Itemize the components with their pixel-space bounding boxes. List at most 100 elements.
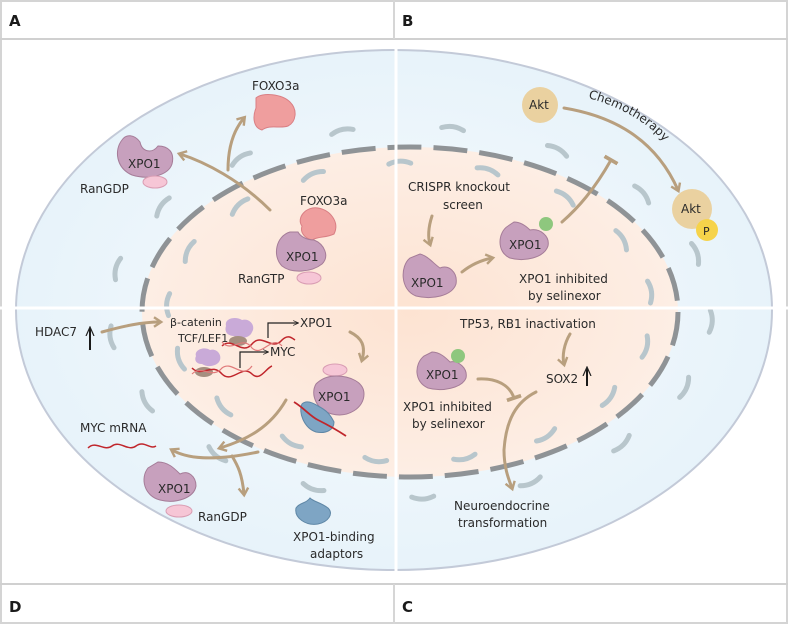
tcf-lef1-label: TCF/LEF1 [177,332,228,345]
dna-strand [221,336,296,349]
panel-c: TP53, RB1 inactivation SOX2 XPO1 XPO1 in… [403,317,596,530]
foxo3a-nuclear-label: FOXO3a [300,194,347,208]
nuclear-pore [639,333,651,360]
sox2-inhibition-line [476,377,522,403]
rangdp-protein [165,504,193,518]
xpo1-cytoplasmic-label: XPO1 [128,157,161,171]
foxo3a-cytoplasmic-label: FOXO3a [252,79,299,93]
xpo1-inhibited-label: XPO1 [509,238,542,252]
nuclear-pore [544,143,570,159]
crispr-arrow [422,214,434,248]
ran-protein [322,363,348,377]
inhibited-label-line2: by selinexor [412,417,485,431]
akt-inhibition-line [560,154,619,224]
nuclear-pore [362,454,390,465]
nuclear-pore [107,323,117,351]
neuroendocrine-arrow [502,390,538,492]
nuclear-pore [439,123,466,134]
nuclear-pore [164,291,173,319]
nuclear-pore [214,395,234,418]
rangdp-label: RanGDP [80,182,129,196]
panel-label-c: C [402,598,413,616]
inhibited-label-line1: XPO1 inhibited [519,272,608,286]
xpo1-cytoplasmic-protein [143,461,197,502]
nuclear-pore [689,240,702,267]
xpo1-complex-label: XPO1 [318,390,351,404]
rangdp-label: RanGDP [198,510,247,524]
inhibition-arrow [460,253,496,274]
inhibited-label-line1: XPO1 inhibited [403,400,492,414]
xpo1-cytoplasmic-protein [116,135,174,178]
adaptor-export-arrow [230,454,250,498]
xpo1-gene-label: XPO1 [300,316,333,330]
inhibited-label-line2: by selinexor [528,289,601,303]
xpo1-binding-adaptor [295,497,331,525]
myc-mrna-bound [293,401,347,437]
selinexor-molecule [451,349,465,363]
dna-strand [191,365,273,378]
nuclear-pore [474,165,501,178]
xpo1-nuclear-label: XPO1 [286,250,319,264]
phosphate-label: P [703,225,710,238]
nuclear-pore [451,451,478,463]
nuclear-pore [409,493,437,502]
xpo1-label: XPO1 [426,368,459,382]
nuclear-pore [206,444,229,464]
xpo1-cytoplasmic-label: XPO1 [158,482,191,496]
nuclear-pore [300,480,327,494]
foxo3a-nuclear-protein [299,207,337,241]
nuclear-pore [279,433,304,450]
nuclear-pore [533,426,558,444]
akt-protein [522,87,558,123]
panel-label-d: D [9,598,21,616]
tp53-arrow [557,332,572,368]
nuclear-pore [182,238,197,265]
myc-transcription-arrow [239,352,268,368]
rangdp-protein [142,175,168,189]
xpo1-protein [402,253,457,298]
mrna-export-arrow [216,398,288,452]
panel-label-a: A [9,12,21,30]
adaptors-label-line1: XPO1-binding [293,530,375,544]
phospho-akt-label: Akt [681,202,701,216]
crispr-label-line1: CRISPR knockout [408,180,510,194]
foxo3a-release-arrow [226,115,247,172]
nuclear-pore [112,255,124,283]
myc-mrna [87,443,157,449]
nuclear-pore [677,374,692,400]
foxo3a-cytoplasmic-protein [253,94,296,131]
beta-catenin-protein [225,318,254,339]
dna-strand [191,365,253,375]
nuclear-envelope [139,144,681,480]
rangtp-label: RanGTP [238,272,284,286]
nuclear-pore [329,126,356,137]
nuclear-pore [613,228,629,253]
panel-a: FOXO3a XPO1 RanGDP FOXO3a XPO1 RanGTP [80,79,347,286]
panel-d: HDAC7 β-catenin TCF/LEF1 XPO1 MYC XPO1 M… [35,316,375,561]
nuclear-pore [611,432,632,454]
nuclear-pore [553,188,576,208]
export-arrow [176,150,272,212]
nuclear-pore [706,307,715,335]
nuclear-pore [599,384,618,408]
nuclear-pore [632,183,652,206]
dna-strand [221,341,283,351]
crispr-label-line2: screen [443,198,483,212]
xpo1-label: XPO1 [411,276,444,290]
xpo1-translation-arrow [348,330,370,364]
xpo1-inhibited-protein [416,351,467,391]
nuclear-pore [386,158,414,167]
myc-mrna-label: MYC mRNA [80,421,147,435]
nuclear-pore [174,345,187,372]
phosphate-group [696,219,718,241]
nuclear-pore [517,474,543,489]
xpo1-inhibited-protein [499,221,549,260]
nuclear-pore [645,278,655,306]
panel-label-b: B [402,12,413,30]
neuroendocrine-label-line1: Neuroendocrine [454,499,550,513]
chemotherapy-arrow [562,106,682,194]
xpo1-nuclear-protein [275,231,327,272]
myc-gene-label: MYC [270,345,295,359]
akt-label: Akt [529,98,549,112]
beta-catenin-label: β-catenin [170,316,222,329]
